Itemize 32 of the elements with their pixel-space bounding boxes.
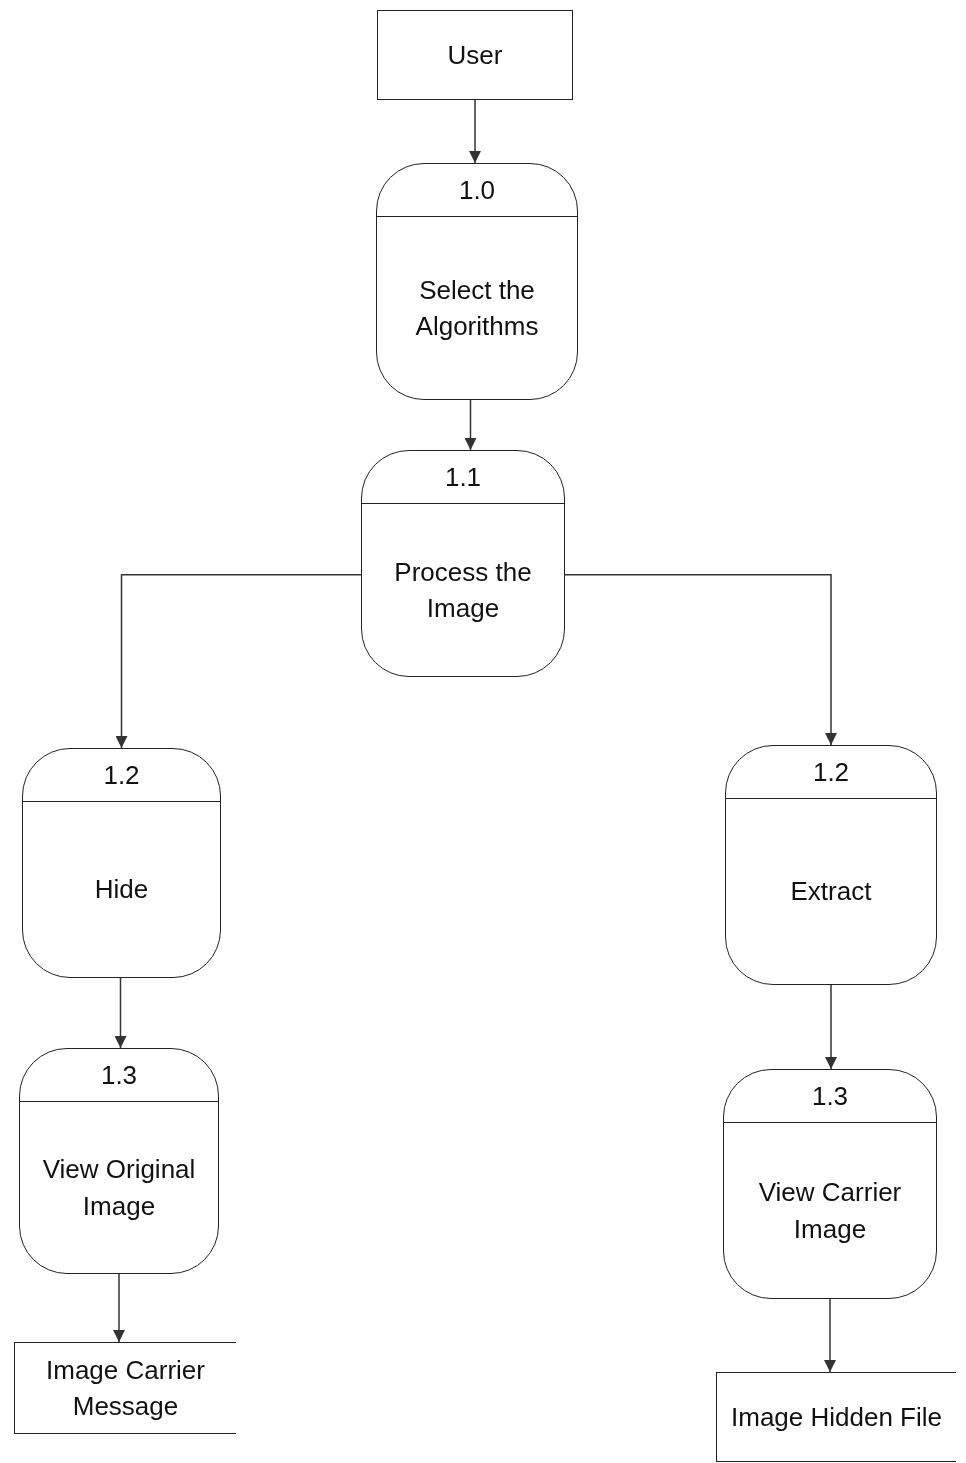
process-label: View Carrier Image [757, 1176, 903, 1246]
process-number: 1.3 [100, 1058, 138, 1092]
process-box [376, 163, 578, 400]
process-box [361, 450, 565, 677]
entity-box [377, 10, 573, 100]
arrow [114, 977, 127, 1049]
arrow [825, 984, 837, 1070]
process-label: Select the Algorithms [414, 273, 540, 343]
process-number: 1.2 [812, 755, 850, 789]
process-box [723, 1069, 937, 1299]
process-box [22, 748, 221, 978]
process-label: Extract [790, 875, 872, 909]
process-number: 1.3 [811, 1079, 849, 1113]
arrow [824, 1298, 836, 1373]
arrow [115, 574, 362, 749]
entity-label: User [447, 38, 503, 72]
arrow [564, 574, 837, 746]
data-store [14, 1342, 236, 1434]
arrow [464, 399, 477, 451]
process-box [19, 1048, 219, 1274]
process-label: Process the Image [393, 555, 533, 625]
process-number: 1.0 [458, 173, 496, 207]
process-label: View Original Image [41, 1153, 197, 1223]
arrow [469, 99, 481, 164]
data-store [716, 1372, 956, 1462]
data-store-label: Image Carrier Message [45, 1353, 206, 1423]
process-number: 1.2 [103, 758, 140, 792]
arrow [113, 1273, 125, 1343]
process-number: 1.1 [444, 460, 482, 494]
process-box [725, 745, 937, 985]
process-label: Hide [94, 873, 149, 907]
data-store-label: Image Hidden File [731, 1400, 942, 1434]
